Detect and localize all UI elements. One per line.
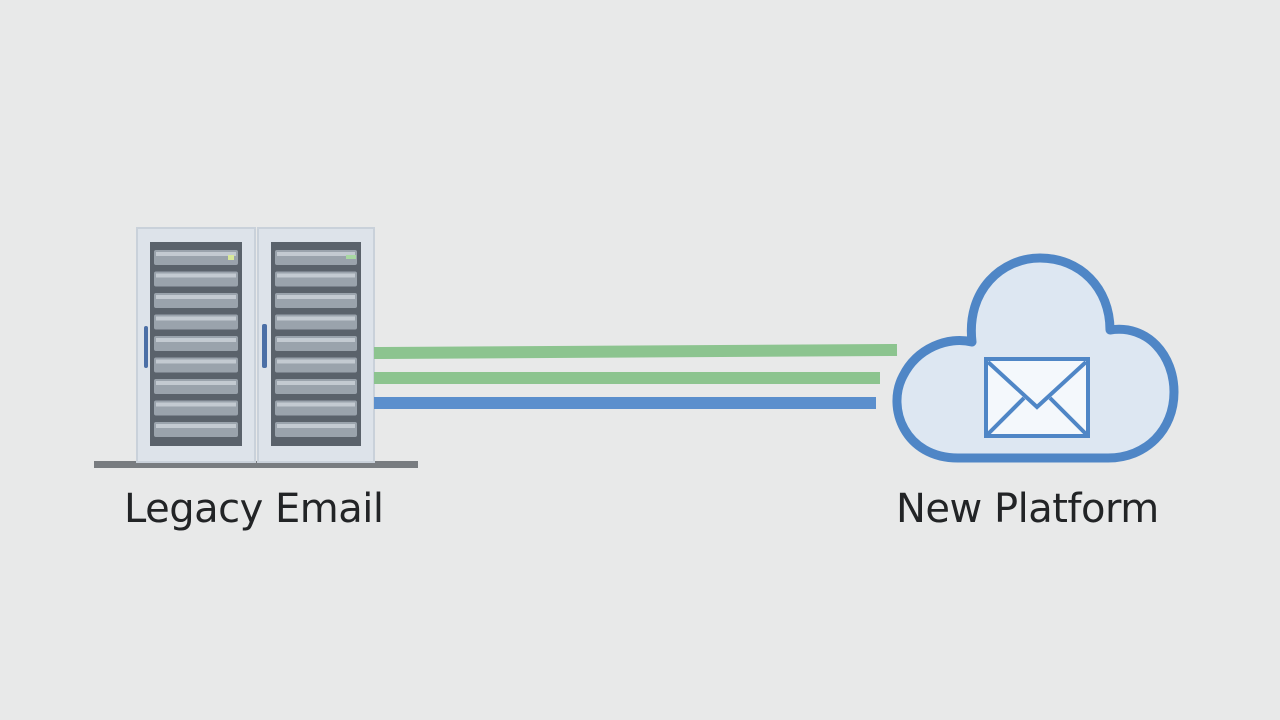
envelope-icon — [984, 357, 1090, 438]
connection-lines — [373, 344, 898, 409]
server-base — [94, 461, 418, 468]
new-platform-label: New Platform — [896, 486, 1159, 532]
server-indicator-light — [228, 255, 234, 260]
connection-line — [373, 344, 898, 359]
server-rack-icon — [94, 227, 418, 468]
server-indicator-light — [346, 255, 356, 259]
legacy-email-label: Legacy Email — [124, 486, 384, 532]
cloud-email-icon — [892, 253, 1179, 463]
